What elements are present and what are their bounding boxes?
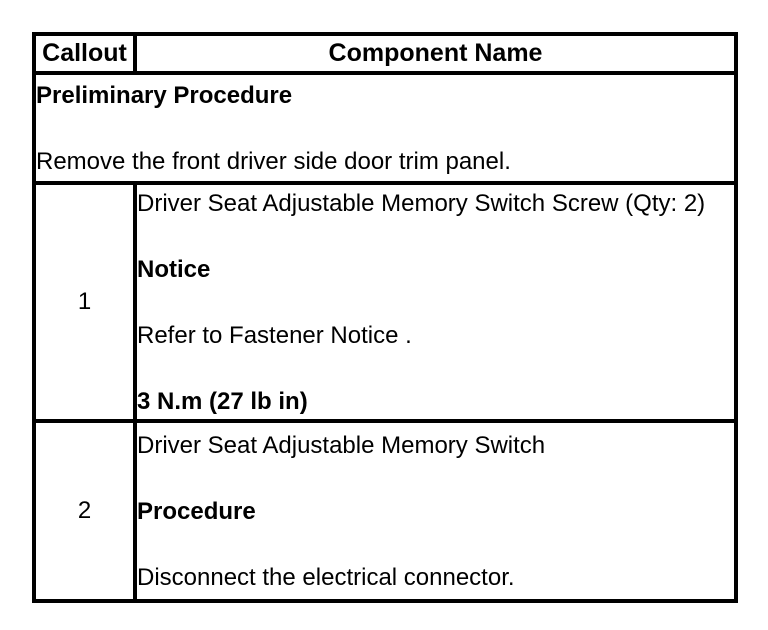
component-name-text: Driver Seat Adjustable Memory Switch: [137, 431, 546, 459]
table-row-callout-2: 2 Driver Seat Adjustable Memory Switch P…: [32, 419, 738, 603]
preliminary-procedure-cell: Preliminary Procedure Remove the front d…: [32, 71, 738, 185]
procedure-label: Procedure: [137, 497, 256, 525]
blank-line: [137, 286, 734, 319]
component-cell-2: Driver Seat Adjustable Memory Switch Pro…: [133, 419, 738, 603]
procedure-text: Disconnect the electrical connector.: [137, 563, 515, 591]
torque-spec-text: 3 N.m (27 lb in): [137, 387, 308, 415]
preliminary-procedure-row: Preliminary Procedure Remove the front d…: [32, 71, 738, 185]
callout-number-2: 2: [32, 419, 137, 603]
callout-number-1: 1: [32, 181, 137, 423]
blank-line: [137, 352, 734, 385]
blank-line: [36, 112, 734, 145]
component-name-column-header: Component Name: [133, 32, 738, 75]
component-callout-table: Callout Component Name Preliminary Proce…: [32, 32, 738, 603]
notice-label: Notice: [137, 255, 211, 283]
component-cell-1: Driver Seat Adjustable Memory Switch Scr…: [133, 181, 738, 423]
blank-line: [137, 220, 734, 253]
callout-column-header: Callout: [32, 32, 137, 75]
preliminary-procedure-title: Preliminary Procedure: [36, 81, 293, 109]
table-row-callout-1: 1 Driver Seat Adjustable Memory Switch S…: [32, 181, 738, 423]
notice-text: Refer to Fastener Notice .: [137, 321, 412, 349]
blank-line: [137, 462, 734, 495]
preliminary-procedure-step: Remove the front driver side door trim p…: [36, 147, 511, 175]
component-name-text: Driver Seat Adjustable Memory Switch Scr…: [137, 189, 706, 217]
table-header-row: Callout Component Name: [32, 32, 738, 75]
blank-line: [137, 528, 734, 561]
